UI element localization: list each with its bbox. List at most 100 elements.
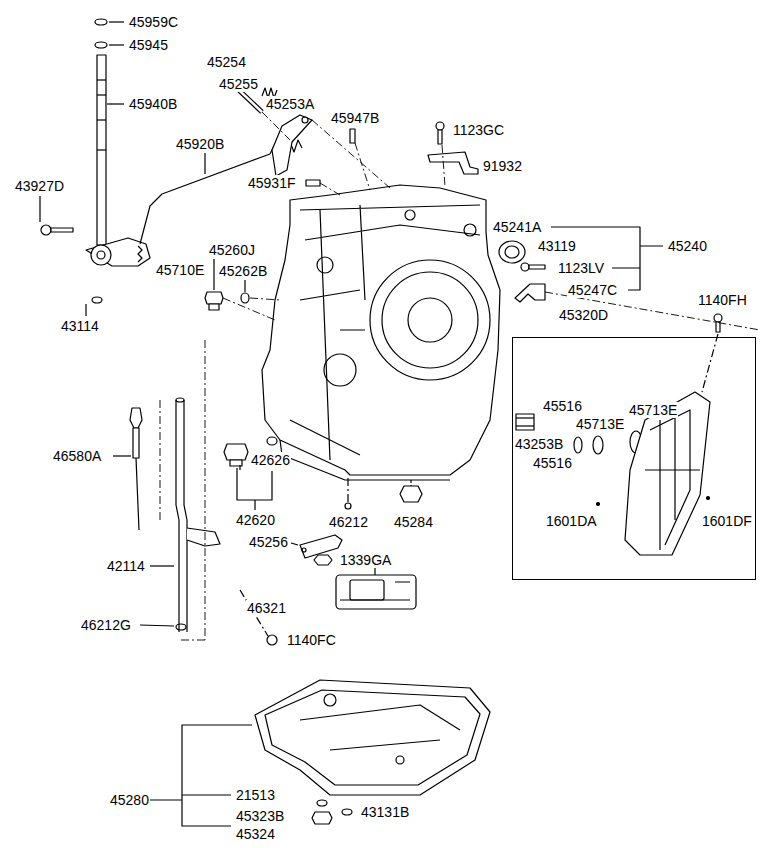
o-ring <box>95 42 107 48</box>
callout-number: 45516 <box>542 398 583 414</box>
callout-number: 21513 <box>235 787 276 803</box>
drawing <box>40 19 760 826</box>
callout-number: 46212 <box>328 514 369 530</box>
nut <box>314 555 332 565</box>
callout-number: 45713E <box>628 402 678 418</box>
bracket <box>515 284 545 302</box>
o-ring <box>267 437 277 445</box>
leader-line <box>39 196 40 222</box>
callout-number: 45247C <box>567 282 618 298</box>
oil-pan <box>255 680 490 795</box>
callout-number: 45713E <box>575 416 625 432</box>
callout-number: 1601DA <box>545 513 598 529</box>
callout-number: 45710E <box>155 262 205 278</box>
o-ring <box>241 293 249 303</box>
leader-line <box>107 103 124 104</box>
callout-number: 45323B <box>235 808 285 824</box>
transmission-case <box>262 185 500 475</box>
o-ring <box>593 436 603 454</box>
callout-number: 1140FH <box>697 292 748 308</box>
o-ring <box>574 437 582 453</box>
callout-number: 43927D <box>14 178 65 194</box>
leader-line <box>109 21 124 22</box>
callout-number: 43114 <box>60 318 100 334</box>
dipstick <box>130 408 142 428</box>
callout-number: 45284 <box>393 514 434 530</box>
bolt <box>436 122 444 130</box>
callout-number: 45260J <box>208 242 256 258</box>
callout-number: 46212G <box>80 617 132 633</box>
drain-plug <box>312 812 332 824</box>
side-cover <box>625 392 710 555</box>
callout-number: 46321 <box>246 600 287 616</box>
callout-number: 45262B <box>218 263 268 279</box>
leader-line <box>113 455 131 456</box>
callout-number: 45255 <box>218 76 259 92</box>
callout-number: 42620 <box>235 512 276 528</box>
callout-number: 43253B <box>514 436 564 452</box>
leader-line <box>109 44 124 45</box>
lever <box>272 115 312 176</box>
dipstick-tube <box>176 400 187 632</box>
callout-number: 45280 <box>109 792 150 808</box>
callout-number: 1339GA <box>339 552 392 568</box>
callout-number: 45945 <box>128 37 169 53</box>
callout-number: 42114 <box>106 558 146 574</box>
callout-number: 45324 <box>235 826 276 842</box>
oil-filter <box>336 575 416 609</box>
bracket-line <box>551 227 663 290</box>
callout-number: 45940B <box>128 96 178 112</box>
callout-number: 43131B <box>360 804 410 820</box>
washer <box>176 624 186 630</box>
callout-number: 45947B <box>330 110 380 126</box>
leader-line <box>291 543 298 545</box>
plug <box>205 292 223 304</box>
callout-number: 45254 <box>206 54 247 70</box>
oil-seal <box>499 241 525 263</box>
bolt <box>267 635 277 645</box>
callout-number: 1123LV <box>557 260 605 276</box>
washer <box>345 503 351 509</box>
bolt <box>41 225 51 235</box>
callout-number: 1140FC <box>286 632 337 648</box>
leader-line <box>244 280 245 292</box>
pin <box>350 129 355 143</box>
bolt <box>714 314 722 322</box>
callout-number: 45241A <box>492 219 542 235</box>
leader-line <box>150 565 174 566</box>
callout-number: 45920B <box>175 136 225 152</box>
leader-line <box>140 625 174 626</box>
plug <box>224 444 248 460</box>
gasket <box>342 809 352 815</box>
pin <box>306 180 320 186</box>
group-number: 45320D <box>558 307 609 323</box>
callout-number: 45256 <box>248 534 289 550</box>
callout-number: 1601DF <box>701 513 753 529</box>
o-ring <box>95 19 107 25</box>
washer <box>92 297 102 303</box>
callout-number: 45931F <box>247 175 296 191</box>
callout-number: 1123GC <box>452 122 505 138</box>
callout-number: 43119 <box>537 238 577 254</box>
washer <box>317 800 327 806</box>
callout-number: 45516 <box>532 455 573 471</box>
leader-line <box>204 153 205 174</box>
callout-number: 42626 <box>250 452 291 468</box>
bracket-line <box>237 468 272 510</box>
control-rod <box>140 154 270 244</box>
callout-number: 45959C <box>128 14 179 30</box>
bolt <box>521 263 529 271</box>
bolt <box>400 486 422 502</box>
manual-shaft <box>97 55 106 245</box>
leader-line <box>213 259 214 290</box>
callout-number: 46580A <box>52 448 102 464</box>
callout-number: 91932 <box>482 158 523 174</box>
callout-number: 45240 <box>667 238 708 254</box>
bearing <box>516 414 534 430</box>
group-box: 45320D4551645713E45713E43253B455161601DA… <box>512 337 756 580</box>
bracket <box>428 152 478 174</box>
callout-number: 45253A <box>265 96 315 112</box>
